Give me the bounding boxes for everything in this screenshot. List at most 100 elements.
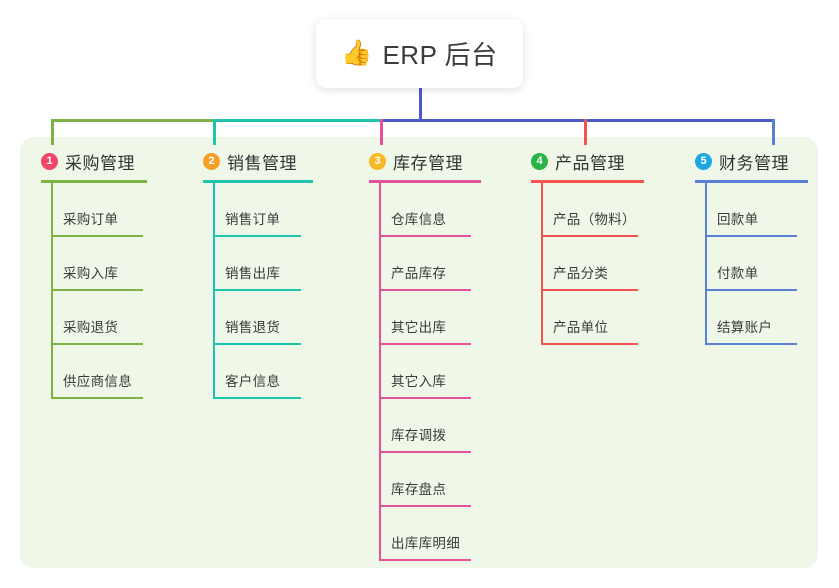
branch-rule-2 xyxy=(203,180,313,183)
branch-item-label: 回款单 xyxy=(717,212,759,227)
branch-children-5: 回款单付款单结算账户 xyxy=(695,183,808,345)
branch-drop-line-5 xyxy=(772,119,775,145)
branch-item-rule xyxy=(379,397,471,399)
branch-item-rule xyxy=(705,343,797,345)
branch-item-label: 其它出库 xyxy=(391,320,447,335)
branch-item[interactable]: 结算账户 xyxy=(695,291,808,345)
branch-header-2[interactable]: 2 销售管理 xyxy=(203,149,313,173)
branch-drop-line-3 xyxy=(380,119,383,145)
branch-item[interactable]: 产品分类 xyxy=(531,237,644,291)
branch-item[interactable]: 产品单位 xyxy=(531,291,644,345)
branch-spine-5 xyxy=(705,183,707,345)
branch-item-rule xyxy=(541,289,638,291)
branch-item-rule xyxy=(51,235,143,237)
branch-item-rule xyxy=(213,343,301,345)
branch-title-1: 采购管理 xyxy=(65,153,135,173)
branch-badge-2: 2 xyxy=(203,152,220,170)
branch-item[interactable]: 库存盘点 xyxy=(369,453,481,507)
branch-item[interactable]: 产品（物料） xyxy=(531,183,644,237)
branch-item[interactable]: 库存调拨 xyxy=(369,399,481,453)
branch-item-label: 供应商信息 xyxy=(63,374,132,389)
branch-item-rule xyxy=(213,397,301,399)
branch-children-1: 采购订单采购入库采购退货供应商信息 xyxy=(41,183,147,399)
branch-item[interactable]: 付款单 xyxy=(695,237,808,291)
branch-title-4: 产品管理 xyxy=(555,153,625,173)
branch-item[interactable]: 产品库存 xyxy=(369,237,481,291)
branch-column-4: 4 产品管理产品（物料） 产品分类产品单位 xyxy=(531,149,644,345)
branch-item-label: 出库库明细 xyxy=(391,536,460,551)
branch-drop-line-4 xyxy=(584,119,587,145)
branch-item[interactable]: 其它入库 xyxy=(369,345,481,399)
branch-item-label: 其它入库 xyxy=(391,374,447,389)
branch-children-3: 仓库信息产品库存其它出库其它入库库存调拨库存盘点出库库明细 xyxy=(369,183,481,561)
branch-title-2: 销售管理 xyxy=(227,153,297,173)
branch-item-rule xyxy=(379,289,471,291)
branch-item-rule xyxy=(379,505,471,507)
branch-item[interactable]: 采购订单 xyxy=(41,183,147,237)
branch-item[interactable]: 采购退货 xyxy=(41,291,147,345)
branch-rule-1 xyxy=(41,180,147,183)
branch-item-label: 库存调拨 xyxy=(391,428,447,443)
branch-item-label: 结算账户 xyxy=(717,320,773,335)
branch-item-label: 产品单位 xyxy=(553,320,609,335)
branch-item-label: 库存盘点 xyxy=(391,482,447,497)
branch-spine-2 xyxy=(213,183,215,399)
branch-badge-4: 4 xyxy=(531,152,548,170)
branch-spine-4 xyxy=(541,183,543,345)
branch-item-label: 产品（物料） xyxy=(553,212,636,227)
branch-item[interactable]: 销售订单 xyxy=(203,183,313,237)
branch-item[interactable]: 销售退货 xyxy=(203,291,313,345)
branch-item-rule xyxy=(51,343,143,345)
branch-item-rule xyxy=(213,289,301,291)
branch-rule-5 xyxy=(695,180,808,183)
branch-header-5[interactable]: 5 财务管理 xyxy=(695,149,808,173)
bus-segment-2 xyxy=(213,119,383,122)
root-trunk-line xyxy=(419,88,422,122)
branch-item-label: 销售订单 xyxy=(225,212,281,227)
branch-drop-line-1 xyxy=(51,119,54,145)
branch-title-5: 财务管理 xyxy=(719,153,789,173)
branch-item-label: 仓库信息 xyxy=(391,212,447,227)
branch-item[interactable]: 客户信息 xyxy=(203,345,313,399)
branch-item-rule xyxy=(379,343,471,345)
root-title: ERP 后台 xyxy=(382,40,498,70)
branch-item-rule xyxy=(705,289,797,291)
branch-item-rule xyxy=(379,451,471,453)
branch-children-4: 产品（物料） 产品分类产品单位 xyxy=(531,183,644,345)
branch-header-4[interactable]: 4 产品管理 xyxy=(531,149,644,173)
branch-item[interactable]: 回款单 xyxy=(695,183,808,237)
branch-item-rule xyxy=(541,235,638,237)
branch-header-1[interactable]: 1 采购管理 xyxy=(41,149,147,173)
branch-item-label: 产品分类 xyxy=(553,266,609,281)
branch-column-2: 2 销售管理销售订单销售出库销售退货客户信息 xyxy=(203,149,313,399)
branch-item[interactable]: 销售出库 xyxy=(203,237,313,291)
branch-item-label: 客户信息 xyxy=(225,374,281,389)
branch-item[interactable]: 供应商信息 xyxy=(41,345,147,399)
root-node[interactable]: 👍 ERP 后台 xyxy=(316,19,523,88)
branch-item[interactable]: 出库库明细 xyxy=(369,507,481,561)
branch-item[interactable]: 仓库信息 xyxy=(369,183,481,237)
branch-spine-3 xyxy=(379,183,381,561)
thumbs-up-icon: 👍 xyxy=(341,39,373,67)
branch-rule-4 xyxy=(531,180,644,183)
branch-item[interactable]: 采购入库 xyxy=(41,237,147,291)
branch-item-rule xyxy=(379,235,471,237)
branch-badge-5: 5 xyxy=(695,152,712,170)
branch-item-label: 销售退货 xyxy=(225,320,281,335)
branch-item[interactable]: 其它出库 xyxy=(369,291,481,345)
branch-item-rule xyxy=(51,289,143,291)
branch-item-rule xyxy=(213,235,301,237)
branch-drop-line-2 xyxy=(213,119,216,145)
branch-rule-3 xyxy=(369,180,481,183)
branch-badge-1: 1 xyxy=(41,152,58,170)
branch-column-1: 1 采购管理采购订单采购入库采购退货供应商信息 xyxy=(41,149,147,399)
branch-item-rule xyxy=(379,559,471,561)
bus-segment-1 xyxy=(51,119,216,122)
branch-item-label: 付款单 xyxy=(717,266,759,281)
branch-item-rule xyxy=(51,397,143,399)
branch-item-label: 产品库存 xyxy=(391,266,447,281)
branch-column-5: 5 财务管理回款单付款单结算账户 xyxy=(695,149,808,345)
